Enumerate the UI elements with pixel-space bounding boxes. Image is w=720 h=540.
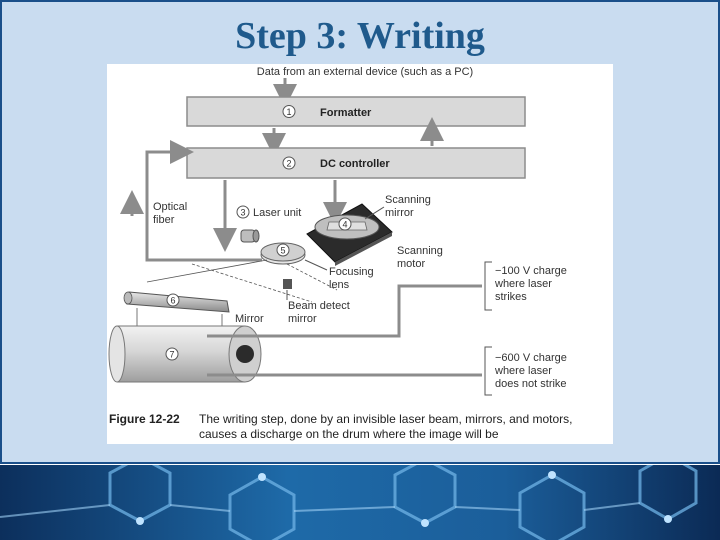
figure-number: Figure 12-22	[109, 412, 180, 426]
decorative-footer	[0, 453, 720, 540]
part-2-marker	[282, 156, 296, 170]
focusing-lens-leader	[304, 259, 328, 271]
part-7-marker	[165, 347, 179, 361]
scanning-mirror-label-2: mirror	[385, 207, 414, 219]
caption-line-1: The writing step, done by an invisible l…	[199, 412, 573, 426]
laser-beam-2	[286, 263, 338, 291]
beam-detect-label-1: Beam detect	[288, 300, 350, 312]
mirror-label: Mirror	[235, 313, 264, 325]
optical-fiber-label-1: Optical	[153, 201, 187, 213]
svg-text:4: 4	[342, 220, 347, 230]
part-5-marker	[276, 243, 290, 257]
scanning-motor-label-2: motor	[397, 258, 425, 270]
svg-text:7: 7	[169, 350, 174, 360]
hexagon-network-decoration	[0, 453, 720, 540]
scanning-mirror-leader	[364, 206, 385, 220]
charge-unstruck-label-2: where laser	[494, 365, 552, 377]
optical-fiber-label-2: fiber	[153, 214, 175, 226]
beam-detect-label-2: mirror	[288, 313, 317, 325]
svg-text:3: 3	[240, 208, 245, 218]
top-label: Data from an external device (such as a …	[257, 66, 473, 78]
charge-struck-label-2: where laser	[494, 278, 552, 290]
printer-writing-diagram: Data from an external device (such as a …	[108, 66, 573, 441]
laser-unit	[240, 229, 260, 243]
charge-struck-connector	[207, 284, 482, 338]
scanning-motor-label-1: Scanning	[397, 245, 443, 257]
dc-controller-label: DC controller	[320, 158, 390, 170]
charge-struck-bracket	[484, 261, 492, 311]
part-3-marker	[236, 205, 250, 219]
laser-beam-1	[146, 259, 268, 283]
beam-detect-mirror	[283, 279, 292, 289]
svg-text:2: 2	[286, 159, 291, 169]
laser-beam-3	[191, 263, 313, 303]
charge-struck-label-3: strikes	[495, 291, 527, 303]
focusing-lens-label-1: Focusing	[329, 266, 374, 278]
figure: Data from an external device (such as a …	[107, 64, 613, 444]
formatter-box: 1 Formatter	[186, 96, 526, 127]
charge-unstruck-label-1: −600 V charge	[495, 352, 567, 364]
svg-text:6: 6	[170, 296, 175, 306]
charge-struck-label-1: −100 V charge	[495, 265, 567, 277]
content-panel: Step 3: Writing	[0, 0, 720, 465]
charge-unstruck-label-3: does not strike	[495, 378, 567, 390]
laser-unit-label: Laser unit	[253, 207, 301, 219]
svg-text:5: 5	[280, 246, 285, 256]
dc-controller-box: 2 DC controller	[186, 147, 526, 179]
part-6-marker	[166, 293, 180, 307]
caption-line-2: causes a discharge on the drum where the…	[199, 427, 499, 441]
scanning-mirror-label-1: Scanning	[385, 194, 431, 206]
formatter-label: Formatter	[320, 107, 372, 119]
part-4-marker	[338, 217, 352, 231]
slide-title: Step 3: Writing	[235, 15, 485, 57]
panel-border	[0, 0, 720, 464]
focusing-lens-label-2: lens	[329, 279, 350, 291]
charge-unstruck-bracket	[484, 346, 492, 396]
part-1-marker	[282, 105, 296, 118]
svg-text:1: 1	[286, 107, 291, 117]
